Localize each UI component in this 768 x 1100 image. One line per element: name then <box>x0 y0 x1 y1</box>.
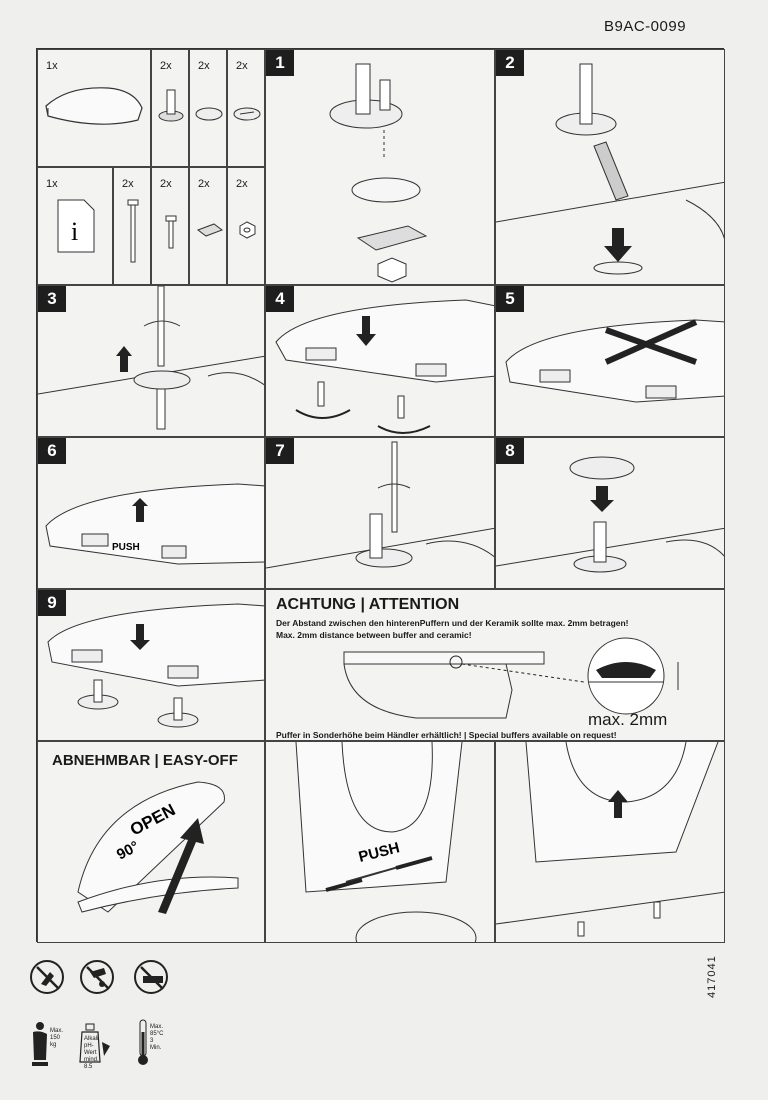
step-3: 3 <box>37 285 265 437</box>
nut-icon <box>239 221 256 239</box>
step-2: 2 <box>495 49 725 285</box>
easy-off-title: ABNEHMBAR | EASY-OFF <box>52 752 238 769</box>
step-5: 5 <box>495 285 725 437</box>
part-qty: 1x <box>46 60 58 72</box>
person-weight-icon <box>32 1022 48 1066</box>
seat-lid-icon <box>45 87 143 125</box>
attention-text-de: Der Abstand zwischen den hinterenPuffern… <box>276 618 629 628</box>
step-number: 4 <box>266 286 294 312</box>
fix-post-screw-illustration <box>266 441 494 569</box>
part-qty: 2x <box>236 178 248 190</box>
part-qty: 2x <box>198 178 210 190</box>
attention-footer: Puffer in Sonderhöhe beim Händler erhält… <box>276 730 617 740</box>
lower-seat-illustration <box>47 603 264 728</box>
part-qty: 1x <box>46 178 58 190</box>
part-qty: 2x <box>236 60 248 72</box>
part-anchor-plate: 2x <box>189 167 227 285</box>
document-code: B9AC-0099 <box>604 18 687 35</box>
step-number: 1 <box>266 50 294 76</box>
part-nut: 2x <box>227 167 265 285</box>
part-seat-lid: 1x <box>37 49 151 167</box>
step-number: 3 <box>38 286 66 312</box>
place-cover-cap-illustration <box>496 456 724 573</box>
part-qty: 2x <box>122 178 134 190</box>
part-hinge-post: 2x <box>151 49 189 167</box>
part-qty: 2x <box>160 178 172 190</box>
step-number: 7 <box>266 438 294 464</box>
step-number: 9 <box>38 590 66 616</box>
insert-into-ceramic-illustration <box>496 63 724 275</box>
part-info-sheet: 1x i <box>37 167 113 285</box>
step-6: 6 PUSH <box>37 437 265 589</box>
thermometer-icon <box>138 1019 148 1065</box>
instruction-grid: 1x 2x 2x 2x 1x i 2x <box>36 48 725 943</box>
adjust-seat-illustration <box>505 319 724 403</box>
no-abrasive-cleaner-icon <box>30 960 64 994</box>
part-round-plate: 2x <box>189 49 227 167</box>
long-bolt-icon <box>127 199 139 263</box>
step-8: 8 <box>495 437 725 589</box>
vertical-code: 417041 <box>706 955 718 998</box>
hinge-assembly-exploded-illustration <box>329 63 428 283</box>
attention-text-en: Max. 2mm distance between buffer and cer… <box>276 630 472 640</box>
anchor-plate-icon <box>196 223 224 237</box>
cover-cap-icon <box>233 107 261 121</box>
easy-off-lift <box>495 741 725 943</box>
buffer-gap-diagram <box>343 637 679 719</box>
easy-off-panel: ABNEHMBAR | EASY-OFF OPEN 90° <box>37 741 265 943</box>
part-qty: 2x <box>198 60 210 72</box>
step-number: 5 <box>496 286 524 312</box>
push-release-illustration: PUSH <box>45 483 264 565</box>
lift-seat-off-illustration <box>496 742 724 937</box>
open-seat-90-illustration: OPEN 90° <box>77 781 239 914</box>
step-9: 9 <box>37 589 265 741</box>
step-4: 4 <box>265 285 495 437</box>
push-hinge-illustration: PUSH <box>295 742 477 942</box>
svg-text:PUSH: PUSH <box>112 542 140 553</box>
part-long-bolt: 2x <box>113 167 151 285</box>
round-plate-icon <box>195 107 223 121</box>
part-qty: 2x <box>160 60 172 72</box>
svg-text:i: i <box>71 217 78 246</box>
step-number: 2 <box>496 50 524 76</box>
hinge-post-icon <box>158 89 184 122</box>
step-number: 6 <box>38 438 66 464</box>
part-screw: 2x <box>151 167 189 285</box>
step-1: 1 <box>265 49 495 285</box>
place-seat-rotate-illustration <box>275 299 494 434</box>
alkali-bottle-icon <box>79 1023 110 1063</box>
max-gap-label: max. 2mm <box>588 710 668 729</box>
easy-off-push: PUSH <box>265 741 495 943</box>
screw-icon <box>165 215 177 249</box>
part-cover-cap: 2x <box>227 49 265 167</box>
info-sheet-icon: i <box>57 199 95 253</box>
step-number: 8 <box>496 438 524 464</box>
tighten-screw-illustration <box>38 286 264 430</box>
attention-panel: ACHTUNG | ATTENTION Der Abstand zwischen… <box>265 589 725 741</box>
no-scouring-liquid-icon <box>80 960 114 994</box>
no-sponge-icon <box>134 960 168 994</box>
step-7: 7 <box>265 437 495 589</box>
attention-title: ACHTUNG | ATTENTION <box>276 596 460 613</box>
